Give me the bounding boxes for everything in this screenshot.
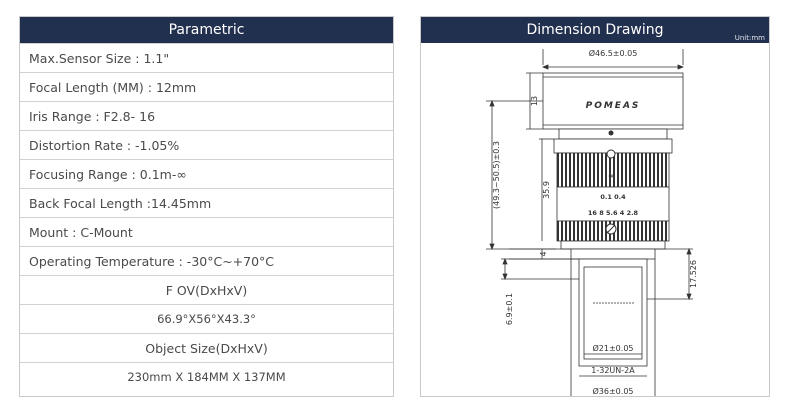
dim-arrows bbox=[489, 99, 495, 251]
rear-element bbox=[583, 266, 643, 360]
label-inner-diameter: Ø21±0.05 bbox=[593, 343, 634, 353]
focus-scale-infinity: ∞ bbox=[608, 172, 614, 180]
spec-row-operating-temp: Operating Temperature : -30°C~+70°C bbox=[20, 246, 393, 275]
spec-row-iris-range: Iris Range : F2.8- 16 bbox=[20, 101, 393, 130]
dim-arrows bbox=[502, 257, 508, 281]
lens-cap bbox=[542, 72, 684, 130]
fov-value: 66.9°X56°X43.3° bbox=[20, 304, 393, 333]
focus-ring-knurl bbox=[556, 152, 670, 188]
lens-dimension-drawing: Ø46.5±0.05 POMEAS 0.1 0.4 ∞ 16 8 5.6 4 2… bbox=[486, 48, 698, 396]
brand-logo: POMEAS bbox=[586, 101, 641, 111]
label-mount-depth: 17.526 bbox=[689, 260, 698, 288]
label-height-13: 13 bbox=[530, 96, 539, 106]
fov-label: F OV(DxHxV) bbox=[20, 275, 393, 304]
label-body-height: 35.9 bbox=[542, 181, 551, 199]
dim-arrows bbox=[541, 64, 685, 70]
mount-flange bbox=[570, 248, 656, 260]
label-offset: 6.9±0.1 bbox=[505, 293, 514, 325]
lens-body-lower bbox=[560, 240, 666, 250]
spec-row-back-focal-length: Back Focal Length :14.45mm bbox=[20, 188, 393, 217]
focus-scale-top: 0.1 0.4 bbox=[600, 193, 626, 201]
label-overall-height: (49.3~50.5)±0.3 bbox=[492, 141, 501, 209]
object-size-value: 230mm X 184MM X 137MM bbox=[20, 362, 393, 391]
focus-lock-screw bbox=[606, 149, 616, 159]
spec-row-sensor-size: Max.Sensor Size : 1.1" bbox=[20, 43, 393, 72]
dimension-header: Dimension Drawing Unit:mm bbox=[421, 17, 769, 43]
index-dot bbox=[608, 130, 614, 136]
dimension-title: Dimension Drawing bbox=[526, 22, 664, 38]
unit-note: Unit:mm bbox=[734, 34, 765, 42]
dim-arrows bbox=[686, 247, 692, 301]
label-top-diameter: Ø46.5±0.05 bbox=[589, 48, 638, 58]
label-bottom-diameter: Ø36±0.05 bbox=[593, 386, 634, 396]
dimension-panel: Dimension Drawing Unit:mm bbox=[420, 16, 770, 397]
label-thread: 1-32UN-2A bbox=[591, 366, 635, 375]
parametric-title: Parametric bbox=[168, 22, 245, 38]
spec-row-focal-length: Focal Length (MM) : 12mm bbox=[20, 72, 393, 101]
parametric-header: Parametric bbox=[20, 17, 393, 43]
spec-row-mount: Mount : C-Mount bbox=[20, 217, 393, 246]
scale-band bbox=[556, 186, 670, 222]
parametric-panel: Parametric Max.Sensor Size : 1.1" Focal … bbox=[19, 16, 394, 397]
object-size-label: Object Size(DxHxV) bbox=[20, 333, 393, 362]
iris-scale: 16 8 5.6 4 2.8 bbox=[588, 209, 639, 217]
spec-row-focusing-range: Focusing Range : 0.1m-∞ bbox=[20, 159, 393, 188]
label-flange: 4 bbox=[539, 251, 548, 256]
spec-row-distortion: Distortion Rate : -1.05% bbox=[20, 130, 393, 159]
